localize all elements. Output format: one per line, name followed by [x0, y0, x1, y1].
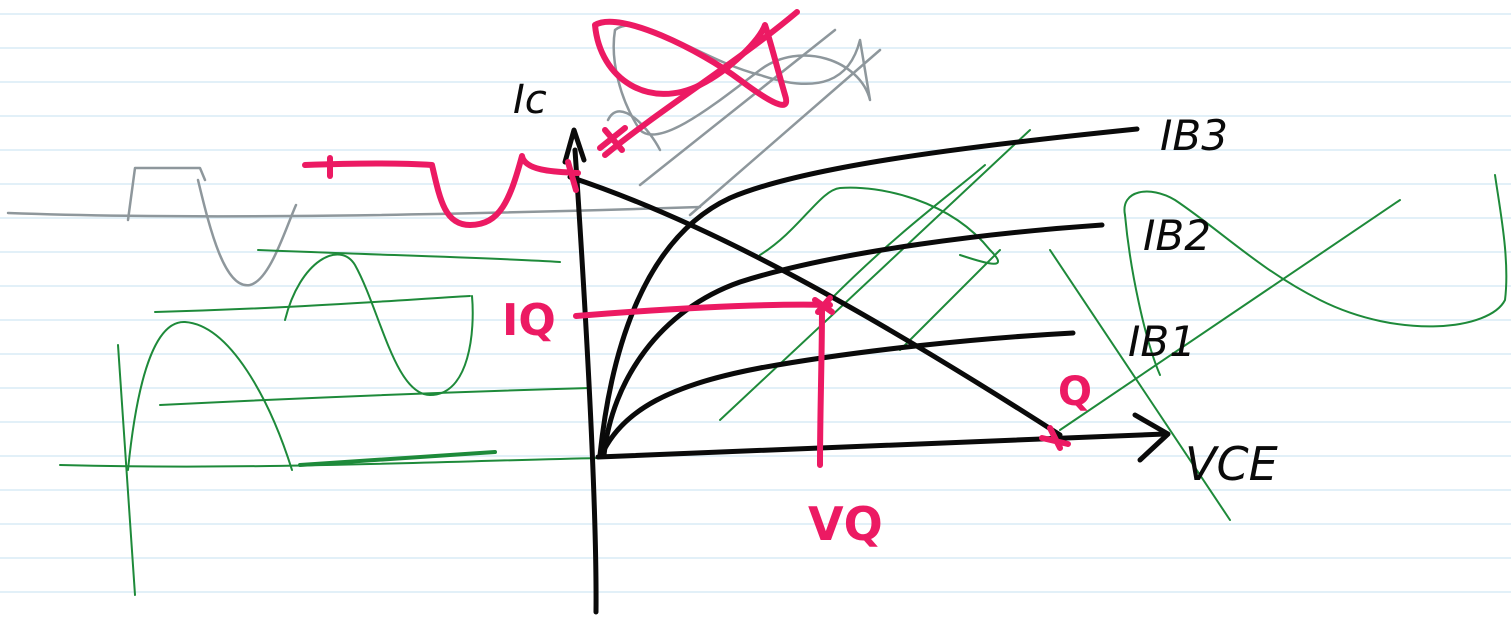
grey-load-line-2 [688, 48, 882, 217]
output-signal-line [602, 9, 800, 158]
output-signal-marker [597, 125, 628, 153]
grey-load-line-1 [638, 28, 837, 187]
ib2-label: IB2 [1143, 211, 1211, 260]
grey-square-wave [126, 166, 207, 222]
curve-ib1 [601, 330, 1076, 453]
ruled-lines [0, 13, 1511, 593]
green-output-diag-3 [899, 249, 1001, 351]
iq-line [573, 301, 833, 319]
iq-label: IQ [502, 295, 556, 346]
green-baseline-thick [298, 450, 497, 467]
transistor-characteristics [562, 126, 1171, 615]
green-top-line [257, 249, 561, 263]
input-base-signal [302, 153, 581, 228]
curve-ib2 [601, 222, 1105, 458]
green-output-diag-1 [719, 129, 1031, 421]
ib1-label: IB1 [1128, 317, 1196, 366]
input-signal-tick-2 [565, 159, 579, 193]
y-axis [572, 147, 599, 615]
operating-point-annotations [302, 9, 1071, 468]
green-waveforms [59, 129, 1508, 596]
green-mid-line [159, 387, 591, 406]
grey-curve-sketch [606, 110, 662, 152]
vq-line [817, 302, 825, 468]
q-end-dot [1039, 425, 1071, 451]
green-right-diag-2 [1059, 199, 1401, 431]
green-right-curve [1124, 214, 1161, 376]
ib3-label: IB3 [1160, 111, 1228, 160]
x-axis-arrowhead [1132, 412, 1171, 463]
x-axis-label: VCE [1185, 437, 1278, 491]
green-axis-line [117, 344, 136, 596]
grey-baseline [6, 205, 702, 218]
vq-label: VQ [808, 497, 883, 551]
green-output-loop [759, 186, 999, 265]
grey-dip-wave [196, 178, 298, 287]
green-upper-line [154, 295, 471, 313]
green-baseline [59, 457, 601, 468]
curve-ib3 [597, 126, 1140, 458]
green-sine-wave [284, 253, 474, 396]
labels: Ic IB3 IB2 IB1 VCE IQ VQ Q [502, 77, 1278, 551]
q-point-dot [812, 295, 835, 315]
green-half-sine [127, 320, 293, 471]
y-axis-label: Ic [513, 77, 547, 123]
load-line [567, 174, 1063, 438]
green-right-diag-1 [1049, 249, 1231, 521]
y-axis-arrowhead [562, 127, 587, 165]
q-label: Q [1058, 369, 1092, 415]
green-right-loop [1123, 174, 1508, 328]
x-axis [595, 431, 1168, 460]
output-signal-loop [592, 18, 790, 108]
grey-waveforms [6, 24, 882, 287]
green-output-diag-2 [829, 164, 986, 301]
